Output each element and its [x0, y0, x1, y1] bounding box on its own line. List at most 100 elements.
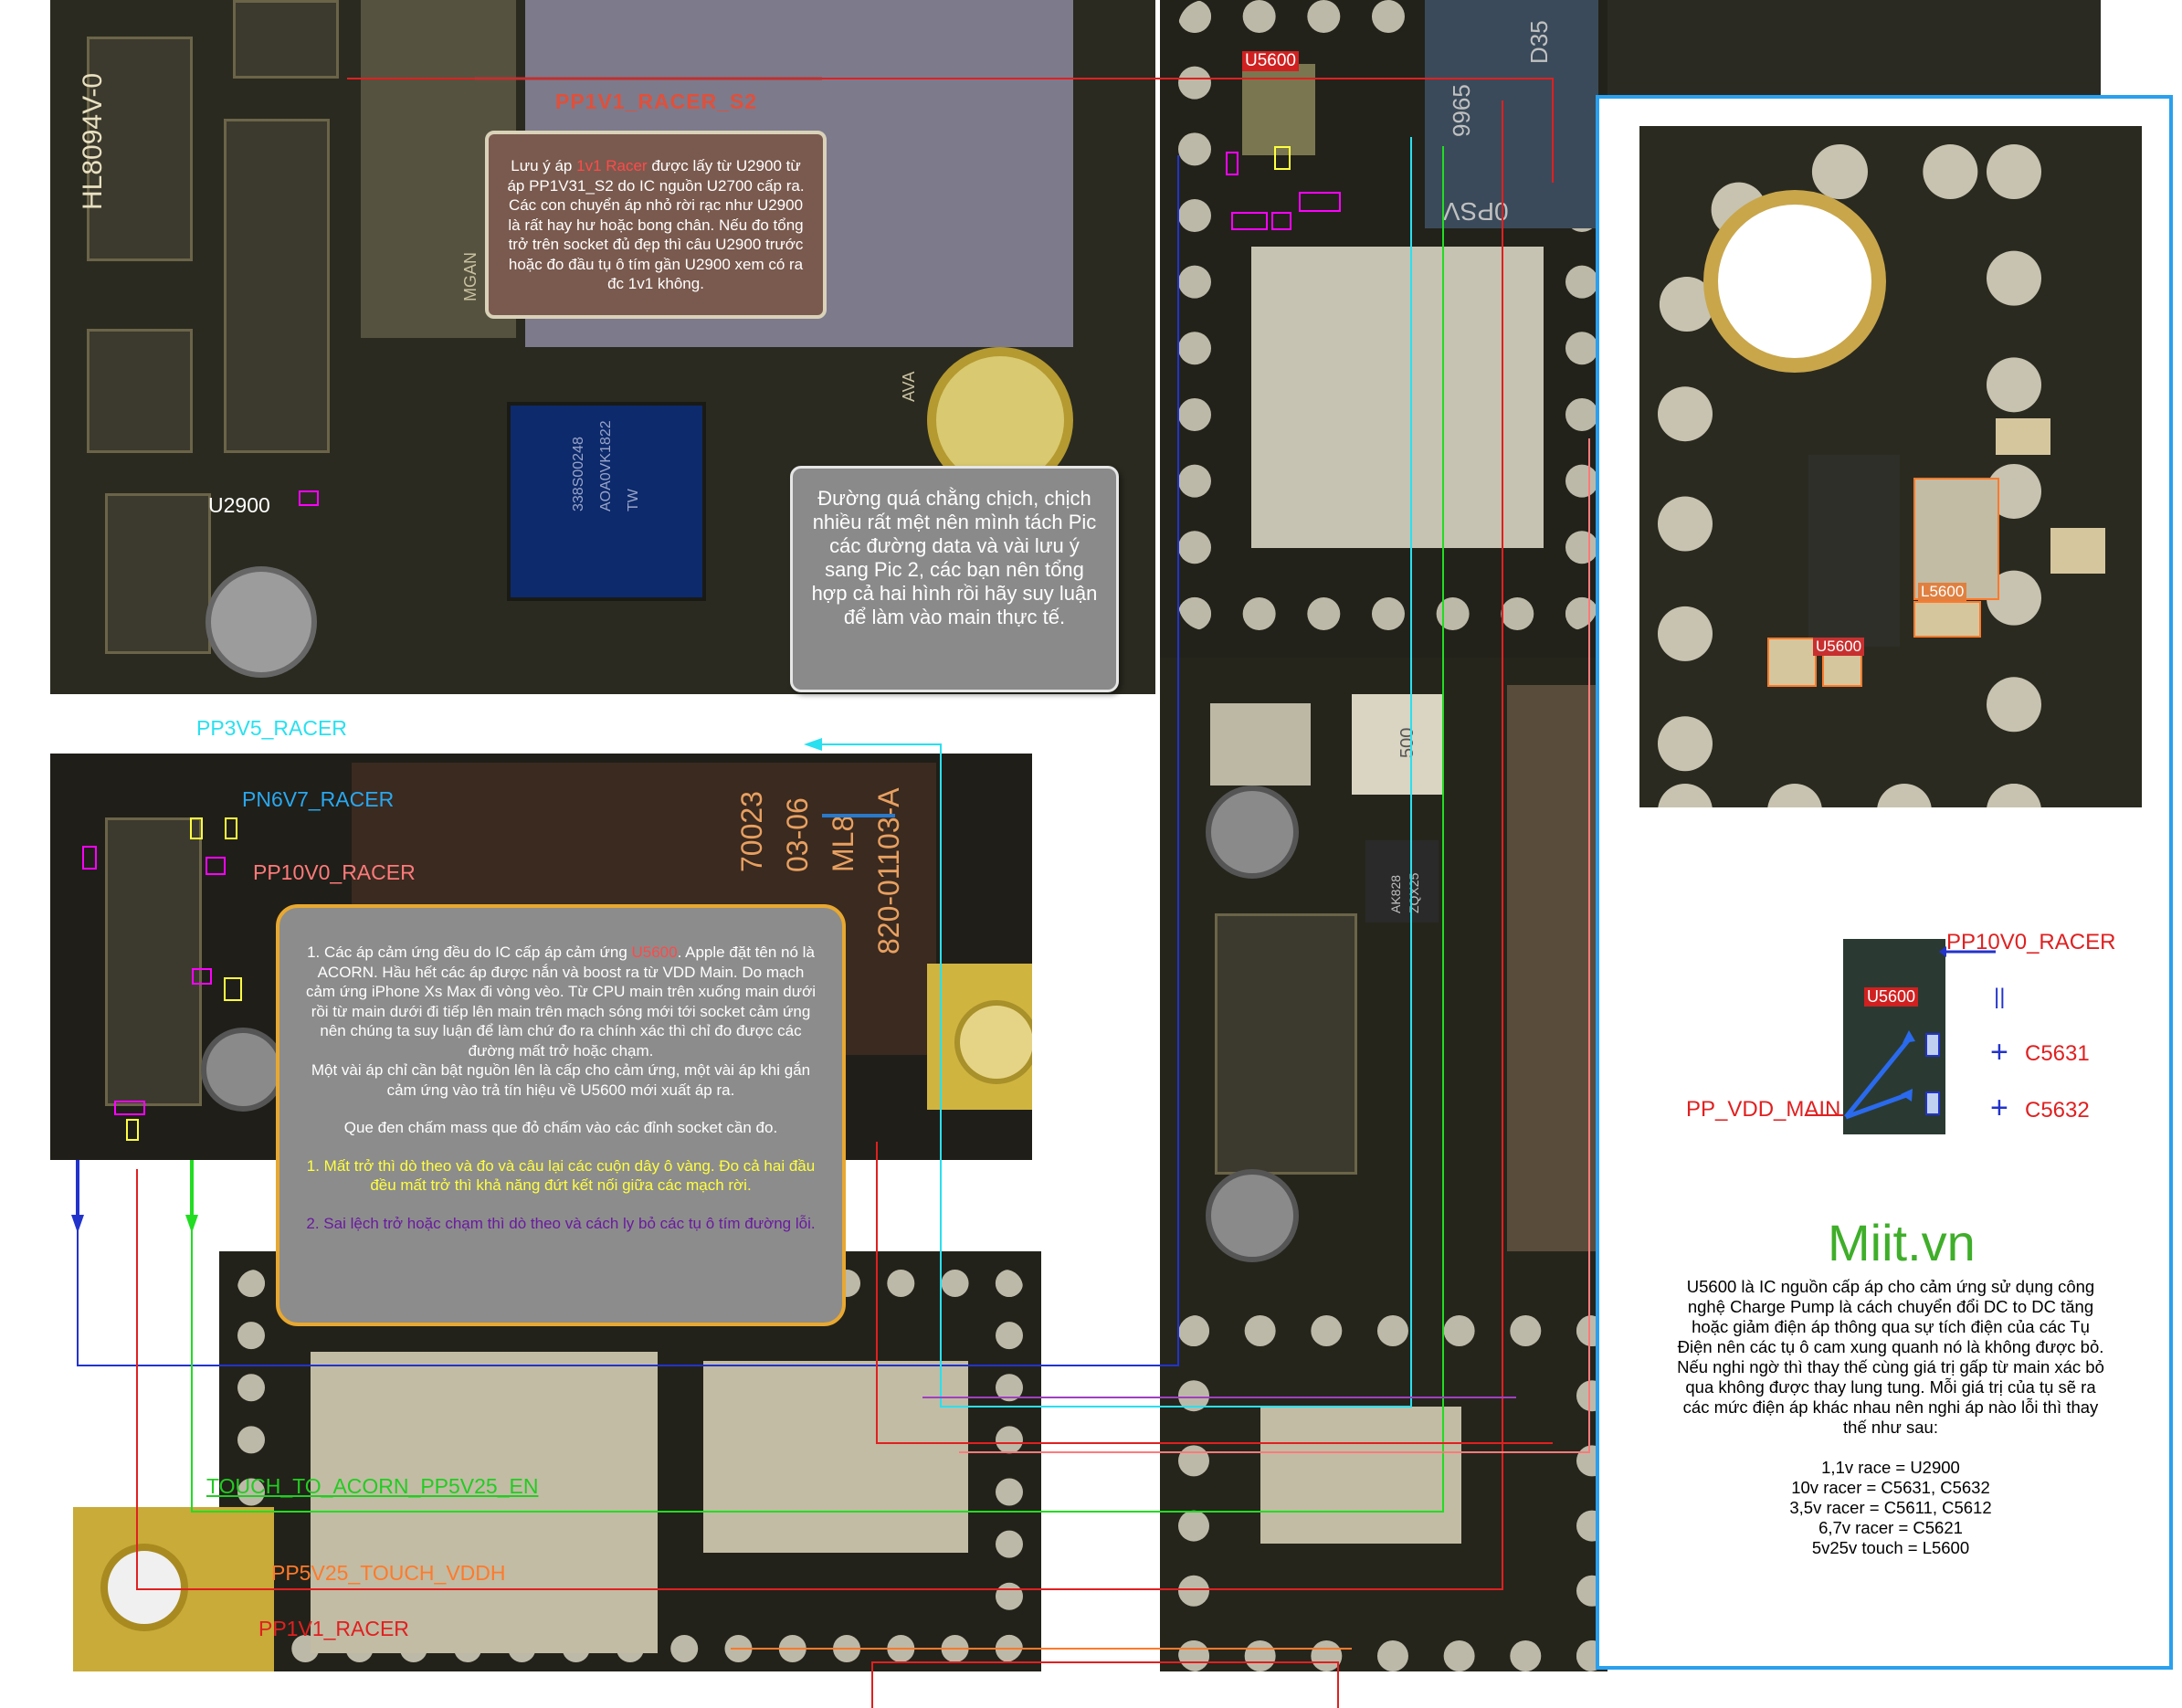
- note1-p3: từ áp PP1V31_S2 do IC nguồn U2700 cấp ra…: [507, 157, 805, 214]
- note3-h1: U5600: [631, 944, 678, 961]
- label-u5600-top: U5600: [1242, 51, 1299, 71]
- zoom-chip-l5600: [1913, 478, 1999, 600]
- chip-d35: [1425, 0, 1598, 228]
- note1-p4: là rất hay hư hoặc bong chân. Nếu đo tổn…: [508, 216, 804, 254]
- note3-p1: 1. Các áp cảm ứng đều do IC cấp áp cảm ứ…: [307, 944, 632, 961]
- trace-blue-long: [77, 155, 1179, 1366]
- label-pp1v1-racer: PP1V1_RACER: [258, 1617, 409, 1640]
- note1-p6: xem có ra đc 1v1 không.: [607, 255, 804, 293]
- zoom-label-l5600: L5600: [1918, 583, 1967, 601]
- note1-h1: 1v1 Racer: [576, 157, 648, 174]
- connector-left-2: [224, 119, 330, 453]
- connector-bottom-left: [105, 817, 202, 1106]
- note1-h5: U2900: [684, 255, 731, 273]
- screw-hole-1: [206, 566, 317, 678]
- chip-ak: [1365, 840, 1439, 923]
- screw-hole-gold-3: [100, 1544, 188, 1631]
- trace-red-2: [876, 1142, 1553, 1444]
- note-tach-pic: Đường quá chằng chịch, chịch nhiều rất m…: [790, 466, 1119, 692]
- note3-para1: 1. Các áp cảm ứng đều do IC cấp áp cảm ứ…: [303, 943, 818, 1060]
- note1-p2: được lấy từ: [647, 157, 736, 174]
- zoom-cap-1: [1767, 638, 1817, 687]
- info-text: U5600 là IC nguồn cấp áp cho cảm ứng sử …: [1676, 1277, 2105, 1558]
- cpu-shield-right: [703, 1361, 968, 1553]
- shield-middle: [1507, 685, 1608, 1251]
- schem-parallel: ||: [1994, 985, 2006, 1009]
- shield-chip-right: [1251, 247, 1544, 548]
- trace-green: [191, 146, 1444, 1513]
- arrow-cyan-left: [804, 738, 822, 751]
- shield-bottom-right: [1260, 1407, 1461, 1544]
- cap-pink-7: [114, 1101, 145, 1115]
- cap-yellow-1: [190, 817, 203, 839]
- info-list-item: 3,5v racer = C5611, C5612: [1789, 1498, 1992, 1517]
- trace-red-1: [136, 100, 1503, 1590]
- label-pp5v25-touch: PP5V25_TOUCH_VDDH: [271, 1561, 506, 1585]
- info-list-item: 1,1v race = U2900: [1821, 1458, 1960, 1477]
- cap-yellow-5: [1274, 146, 1291, 170]
- info-list-item: 10v racer = C5631, C5632: [1791, 1478, 1990, 1497]
- info-list-item: 6,7v racer = C5621: [1818, 1518, 1963, 1537]
- note1-h2: U2900: [735, 157, 782, 174]
- cap-pink-5: [82, 846, 97, 870]
- cap-pink-4: [1299, 192, 1341, 212]
- note3-yellow: 1. Mất trở thì dò theo và đo và câu lại …: [306, 1156, 816, 1195]
- note-acorn: 1. Các áp cảm ứng đều do IC cấp áp cảm ứ…: [276, 904, 846, 1326]
- brand-logo: Miit.vn: [1828, 1214, 1976, 1271]
- ring-frame-bottom: [1178, 1315, 1608, 1671]
- cap-pink-3: [1271, 212, 1291, 230]
- screw-hole-gold-2: [954, 1000, 1032, 1084]
- schem-plus-2: +: [1990, 1091, 2008, 1125]
- board-top-right-extension: [1608, 0, 2101, 96]
- chip-500: [1352, 694, 1443, 795]
- zoom-cap-4: [1996, 418, 2050, 455]
- board-middle-right: 500 AK828 ZQX25: [1160, 658, 1608, 1671]
- connector-left-4: [105, 493, 211, 654]
- note3-purple: 2. Sai lệch trở hoặc chạm thì dò theo và…: [306, 1214, 816, 1232]
- schem-label-pp-vdd-main: PP_VDD_MAIN: [1686, 1097, 1841, 1122]
- cap-yellow-3: [224, 977, 242, 1001]
- schem-label-c5631: C5631: [2025, 1041, 2090, 1066]
- cap-pink-8: [206, 857, 226, 875]
- cpu-shield-left: [311, 1352, 658, 1653]
- note3-para3: Que đen chấm mass que đỏ chấm vào các đỉ…: [343, 1119, 778, 1136]
- info-paragraph: U5600 là IC nguồn cấp áp cho cảm ứng sử …: [1677, 1277, 2104, 1437]
- note-1v1-racer: Lưu ý áp 1v1 Racer được lấy từ U2900 từ …: [485, 131, 827, 319]
- label-pp10v0-racer: PP10V0_RACER: [253, 860, 416, 884]
- cap-yellow-4: [126, 1119, 139, 1141]
- zoom-cap-3: [1913, 601, 1981, 638]
- chip-square-1: [1210, 703, 1311, 785]
- connector-top-1: [233, 0, 339, 79]
- label-pp3v5-racer: PP3V5_RACER: [196, 716, 347, 740]
- blue-chip: [507, 402, 706, 601]
- trace-cyan: [822, 137, 1412, 1408]
- note1-p5: trước hoặc đo đầu tụ ô tím gần: [508, 236, 804, 273]
- zoom-cap-5: [2050, 528, 2105, 574]
- screw-hole-4: [1206, 1169, 1299, 1262]
- trace-red-4: [959, 438, 1590, 1453]
- info-panel: U5600 L5600 U5600 PP10V0_RACER || + + C5…: [1596, 95, 2173, 1670]
- label-pn6v7-racer: PN6V7_RACER: [242, 787, 395, 811]
- note3-para2: Một vài áp chỉ cần bật nguồn lên là cấp …: [311, 1061, 811, 1099]
- label-u2900: U2900: [208, 493, 270, 517]
- cap-pink-6: [192, 968, 212, 985]
- info-list: 1,1v race = U2900 10v racer = C5631, C56…: [1676, 1458, 2105, 1558]
- zoom-label-u5600: U5600: [1813, 638, 1865, 656]
- label-touch-to-acorn: TOUCH_TO_ACORN_PP5V25_EN: [206, 1474, 539, 1498]
- schem-label-c5632: C5632: [2025, 1098, 2090, 1123]
- cap-yellow-2: [225, 817, 237, 839]
- screw-hole-3: [1206, 785, 1299, 879]
- connector-middle: [1215, 913, 1357, 1175]
- trace-red-3: [871, 1661, 1339, 1708]
- zoom-chip-u5600: [1808, 455, 1900, 647]
- info-list-item: 5v25v touch = L5600: [1811, 1538, 1970, 1557]
- connector-left-1: [87, 37, 193, 261]
- schematic-arrows: [1805, 946, 1996, 1120]
- u2900-highlight: [299, 490, 319, 506]
- note3-p2: . Apple đặt tên nó là ACORN. Hầu hết các…: [305, 944, 817, 1060]
- schem-label-u5600: U5600: [1864, 987, 1919, 1007]
- note1-h3: U2900: [756, 196, 804, 214]
- label-pp1v1-racer-s2: PP1V1_RACER_S2: [555, 90, 758, 113]
- board-top-right: 0PSV 9965 D35: [1160, 0, 1608, 658]
